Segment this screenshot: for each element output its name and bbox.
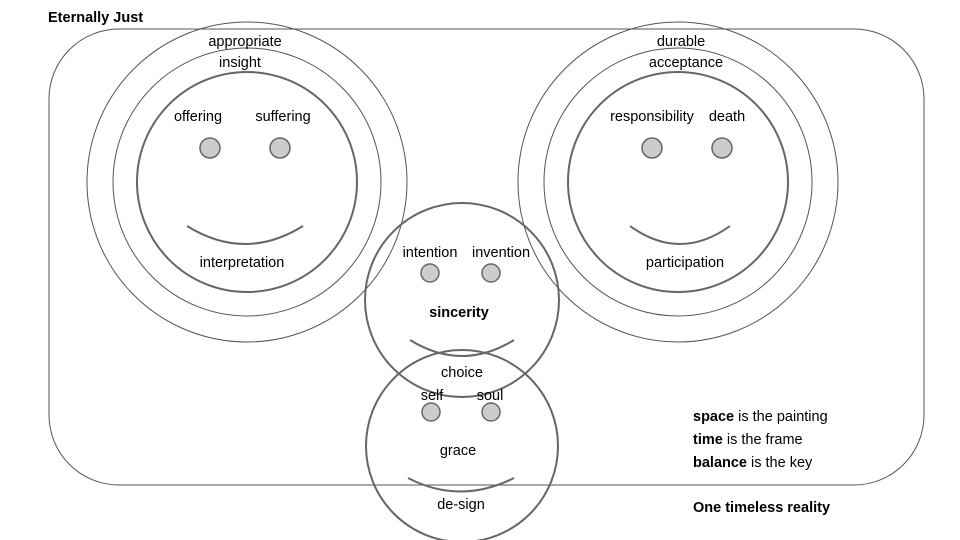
center-face-bottom-label: choice [441,365,483,381]
left-face-smile [186,225,304,245]
left-face-group: appropriate insight offering suffering i… [86,21,408,343]
bottom-face-left-eye-label: self [421,388,445,404]
center-face-right-eye [481,263,501,283]
center-face-left-eye-label: intention [403,245,458,261]
statements-block: space is the painting time is the frame … [693,409,828,471]
right-face-right-eye-label: death [709,109,745,125]
outer-frame [48,28,925,486]
left-outer-ring [86,21,408,343]
center-face-left-eye [420,263,440,283]
center-face-center-label: sincerity [429,305,489,321]
left-face-bottom-label: interpretation [200,255,285,271]
statement-rest: is the key [747,455,813,471]
statement-line: balance is the key [693,455,813,471]
left-face-left-eye-label: offering [174,109,222,125]
center-face-group: intention invention sincerity [364,202,560,398]
statement-keyword: balance [693,455,747,471]
right-face-bottom-label: participation [646,255,724,271]
right-face-circle [567,71,789,293]
right-middle-ring [543,47,813,317]
right-face-group: durable acceptance responsibility death … [517,21,839,343]
right-middle-label: acceptance [649,55,723,71]
left-outer-label: appropriate [208,34,281,50]
statement-line: time is the frame [693,432,803,448]
bottom-face-bottom-label: de-sign [437,497,485,513]
left-middle-ring [112,47,382,317]
left-face-circle [136,71,358,293]
bottom-face-group: choice self soul grace de-sign [365,349,559,540]
bottom-face-right-eye [481,402,501,422]
diagram-title: Eternally Just [48,10,143,26]
right-face-left-eye [641,137,663,159]
center-face-right-eye-label: invention [472,245,530,261]
center-face-smile [409,339,515,357]
right-outer-ring [517,21,839,343]
statement-line: space is the painting [693,409,828,425]
right-face-left-eye-label: responsibility [610,109,695,125]
center-face-circle [364,202,560,398]
bottom-face-smile [407,477,515,493]
right-face-right-eye [711,137,733,159]
bottom-face-center-label: grace [440,443,476,459]
bottom-face-right-eye-label: soul [477,388,504,404]
right-outer-label: durable [657,34,705,50]
footer-text: One timeless reality [693,500,830,516]
statement-keyword: time [693,432,723,448]
bottom-face-circle [365,349,559,540]
statement-rest: is the painting [734,409,828,425]
statement-keyword: space [693,409,734,425]
statement-rest: is the frame [723,432,803,448]
left-middle-label: insight [219,55,261,71]
bottom-face-left-eye [421,402,441,422]
left-face-left-eye [199,137,221,159]
left-face-right-eye [269,137,291,159]
right-face-smile [629,225,731,245]
left-face-right-eye-label: suffering [255,109,310,125]
